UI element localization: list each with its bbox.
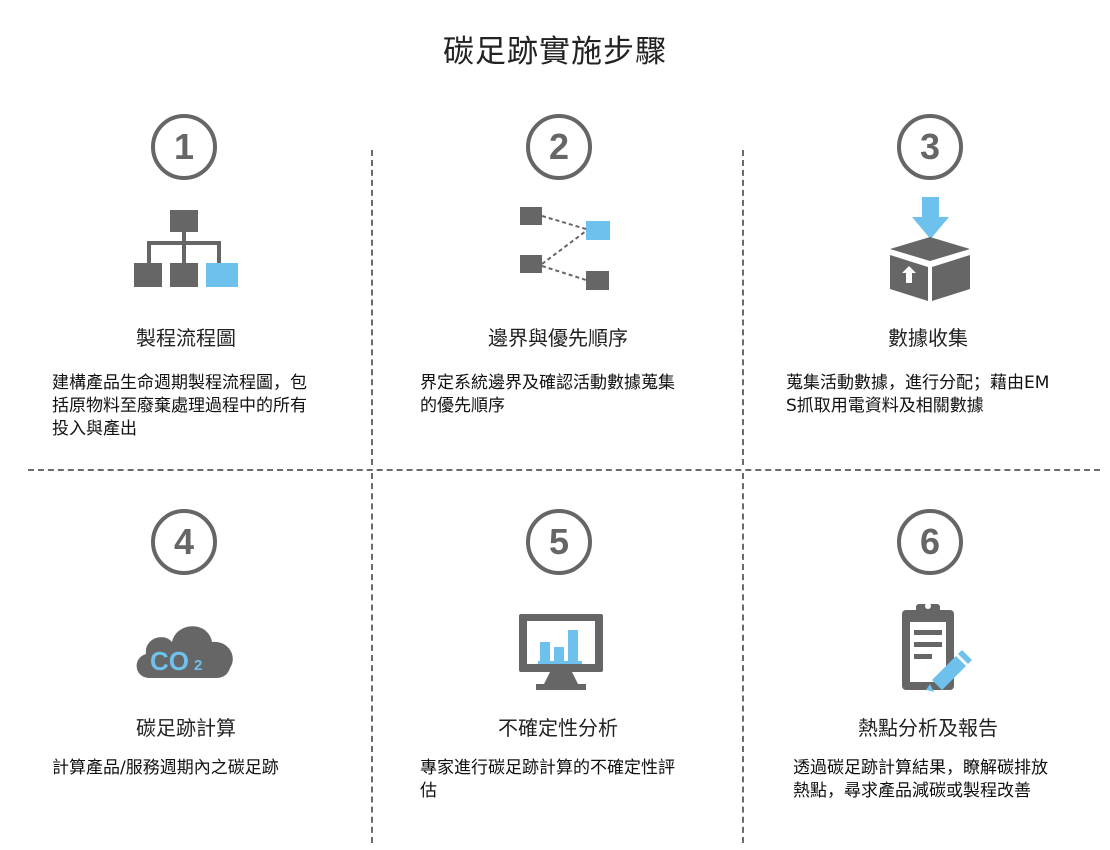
flowchart-icon — [134, 210, 238, 287]
step-2-description: 界定系統邊界及確認活動數據蒐集的優先順序 — [420, 373, 675, 416]
svg-text:2: 2 — [194, 657, 202, 674]
step-5-title: 不確定性分析 — [498, 716, 618, 740]
step-5-number: 5 — [526, 509, 592, 575]
step-1-description: 建構產品生命週期製程流程圖，包括原物料至廢棄處理過程中的所有投入與產出 — [52, 373, 307, 439]
co2-text: CO — [150, 646, 189, 676]
step-4-description: 計算產品/服務週期內之碳足跡 — [52, 758, 279, 778]
step-6-number: 6 — [897, 509, 963, 575]
clipboard-pen-icon — [902, 603, 972, 692]
step-1-title: 製程流程圖 — [136, 326, 236, 350]
step-3-number: 3 — [897, 114, 963, 180]
vertical-divider-left-bottom — [371, 473, 373, 843]
monitor-chart-icon — [519, 614, 603, 690]
step-5-description: 專家進行碳足跡計算的不確定性評估 — [420, 758, 675, 801]
box-download-icon — [890, 197, 970, 301]
priority-nodes-icon — [520, 207, 610, 290]
vertical-divider-right — [742, 150, 744, 465]
step-2-title: 邊界與優先順序 — [488, 326, 628, 350]
vertical-divider-right-bottom — [742, 473, 744, 843]
co2-cloud-icon: CO 2 — [136, 626, 233, 678]
step-6-description: 透過碳足跡計算結果，瞭解碳排放熱點，尋求產品減碳或製程改善 — [793, 758, 1048, 801]
vertical-divider-left — [371, 150, 373, 465]
step-3-description: 蒐集活動數據，進行分配；藉由EMS抓取用電資料及相關數據 — [786, 373, 1050, 416]
page-title: 碳足跡實施步驟 — [443, 34, 667, 70]
step-4-title: 碳足跡計算 — [136, 716, 236, 740]
step-3-title: 數據收集 — [888, 326, 968, 350]
step-4-number: 4 — [151, 509, 217, 575]
step-2-number: 2 — [526, 114, 592, 180]
step-6-title: 熱點分析及報告 — [858, 716, 998, 740]
step-1-number: 1 — [151, 114, 217, 180]
horizontal-divider — [28, 469, 1100, 471]
